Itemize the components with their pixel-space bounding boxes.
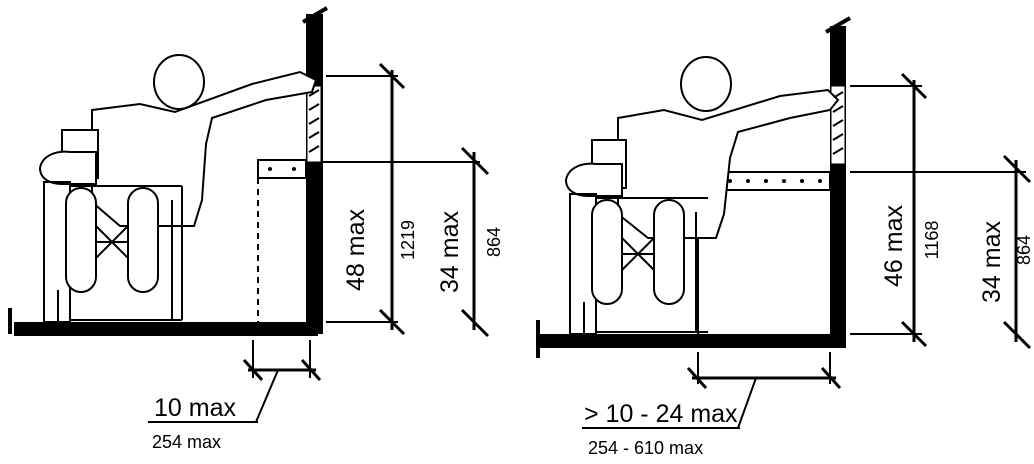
left-obstruction-depth-imperial: 10 max <box>154 394 236 422</box>
countertop-obstruction-icon <box>697 171 831 334</box>
dimension-line-icon <box>322 146 490 338</box>
wheelchair-user-figure-icon <box>38 54 318 323</box>
wheelchair-user-figure-icon <box>564 56 840 335</box>
left-reach-height-imperial: 48 max <box>342 209 370 291</box>
right-obstruction-depth-imperial: > 10 - 24 max <box>584 400 738 428</box>
left-obstruction-depth-metric: 254 max <box>152 432 221 452</box>
right-reach-height-metric: 1168 <box>922 221 942 260</box>
floor-icon <box>8 308 318 336</box>
left-reach-height-metric: 1219 <box>398 220 418 260</box>
right-reach-height-imperial: 46 max <box>880 205 908 287</box>
right-obstruction-height-imperial: 34 max <box>978 221 1006 303</box>
dimension-line-icon <box>326 62 406 336</box>
left-panel: 48 max 1219 34 max 864 10 max 254 max <box>8 6 504 452</box>
floor-icon <box>536 320 846 358</box>
wall-icon <box>301 6 329 334</box>
dimension-line-icon <box>582 352 842 429</box>
dimension-line-icon <box>850 72 928 348</box>
right-panel: 46 max 1168 34 max 864 > 10 - 24 max 254… <box>536 16 1034 458</box>
right-obstruction-depth-metric: 254 - 610 max <box>588 438 703 458</box>
countertop-obstruction-icon <box>257 159 307 322</box>
dimension-line-icon <box>850 154 1032 350</box>
dimension-line-icon <box>148 340 322 423</box>
right-obstruction-height-metric: 864 <box>1014 235 1034 265</box>
left-obstruction-height-imperial: 34 max <box>436 211 464 293</box>
left-obstruction-height-metric: 864 <box>484 227 504 257</box>
